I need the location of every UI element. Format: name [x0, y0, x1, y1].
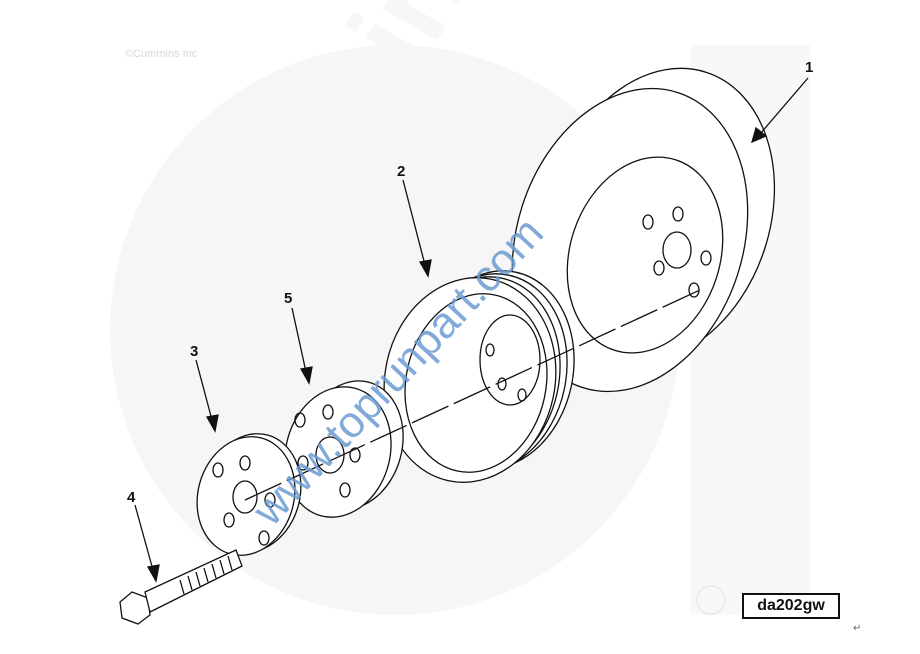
part-2-pulley	[383, 270, 575, 483]
drawing-code-label: da202gw	[742, 593, 840, 619]
leader-arrows	[134, 77, 809, 583]
copyright-text: ©Cummins Inc	[125, 48, 198, 60]
callout-1: 1	[805, 59, 813, 76]
callout-4: 4	[127, 489, 136, 506]
part-3-washer	[196, 433, 302, 556]
registered-mark-icon	[696, 585, 726, 615]
callout-2: 2	[397, 163, 405, 180]
center-axis-line	[244, 289, 701, 501]
part-4-capscrew	[119, 549, 243, 625]
callout-3: 3	[190, 343, 198, 360]
callout-5: 5	[284, 290, 292, 307]
return-mark: ↵	[853, 623, 862, 634]
part-5-spacer	[284, 380, 404, 518]
part-1-damper	[511, 67, 776, 393]
